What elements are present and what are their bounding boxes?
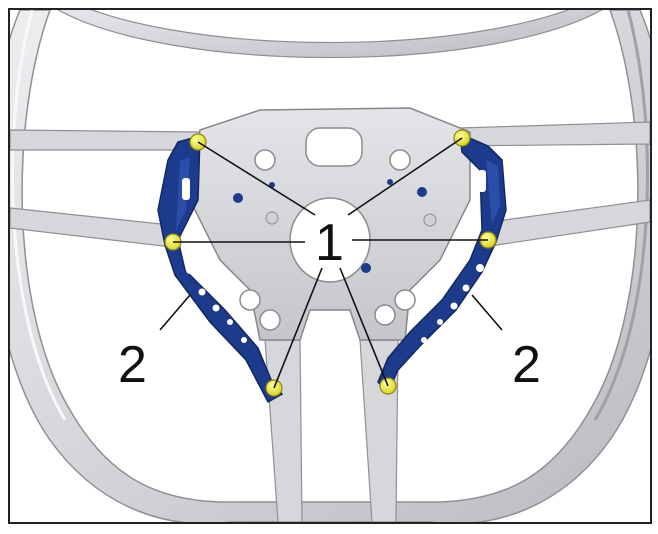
callout-part-1: 1 (315, 214, 344, 272)
leader-lines (159, 137, 503, 389)
screw-upper-right (453, 129, 471, 147)
steering-wheel-diagram: 1 2 2 (10, 10, 650, 522)
illustration-frame: 1 2 2 (8, 8, 652, 524)
callout-part-2-right: 2 (512, 336, 541, 394)
hub-plate (189, 107, 471, 341)
right-bracket (377, 132, 507, 394)
left-bracket (157, 135, 284, 404)
callout-part-2-left: 2 (118, 336, 147, 394)
